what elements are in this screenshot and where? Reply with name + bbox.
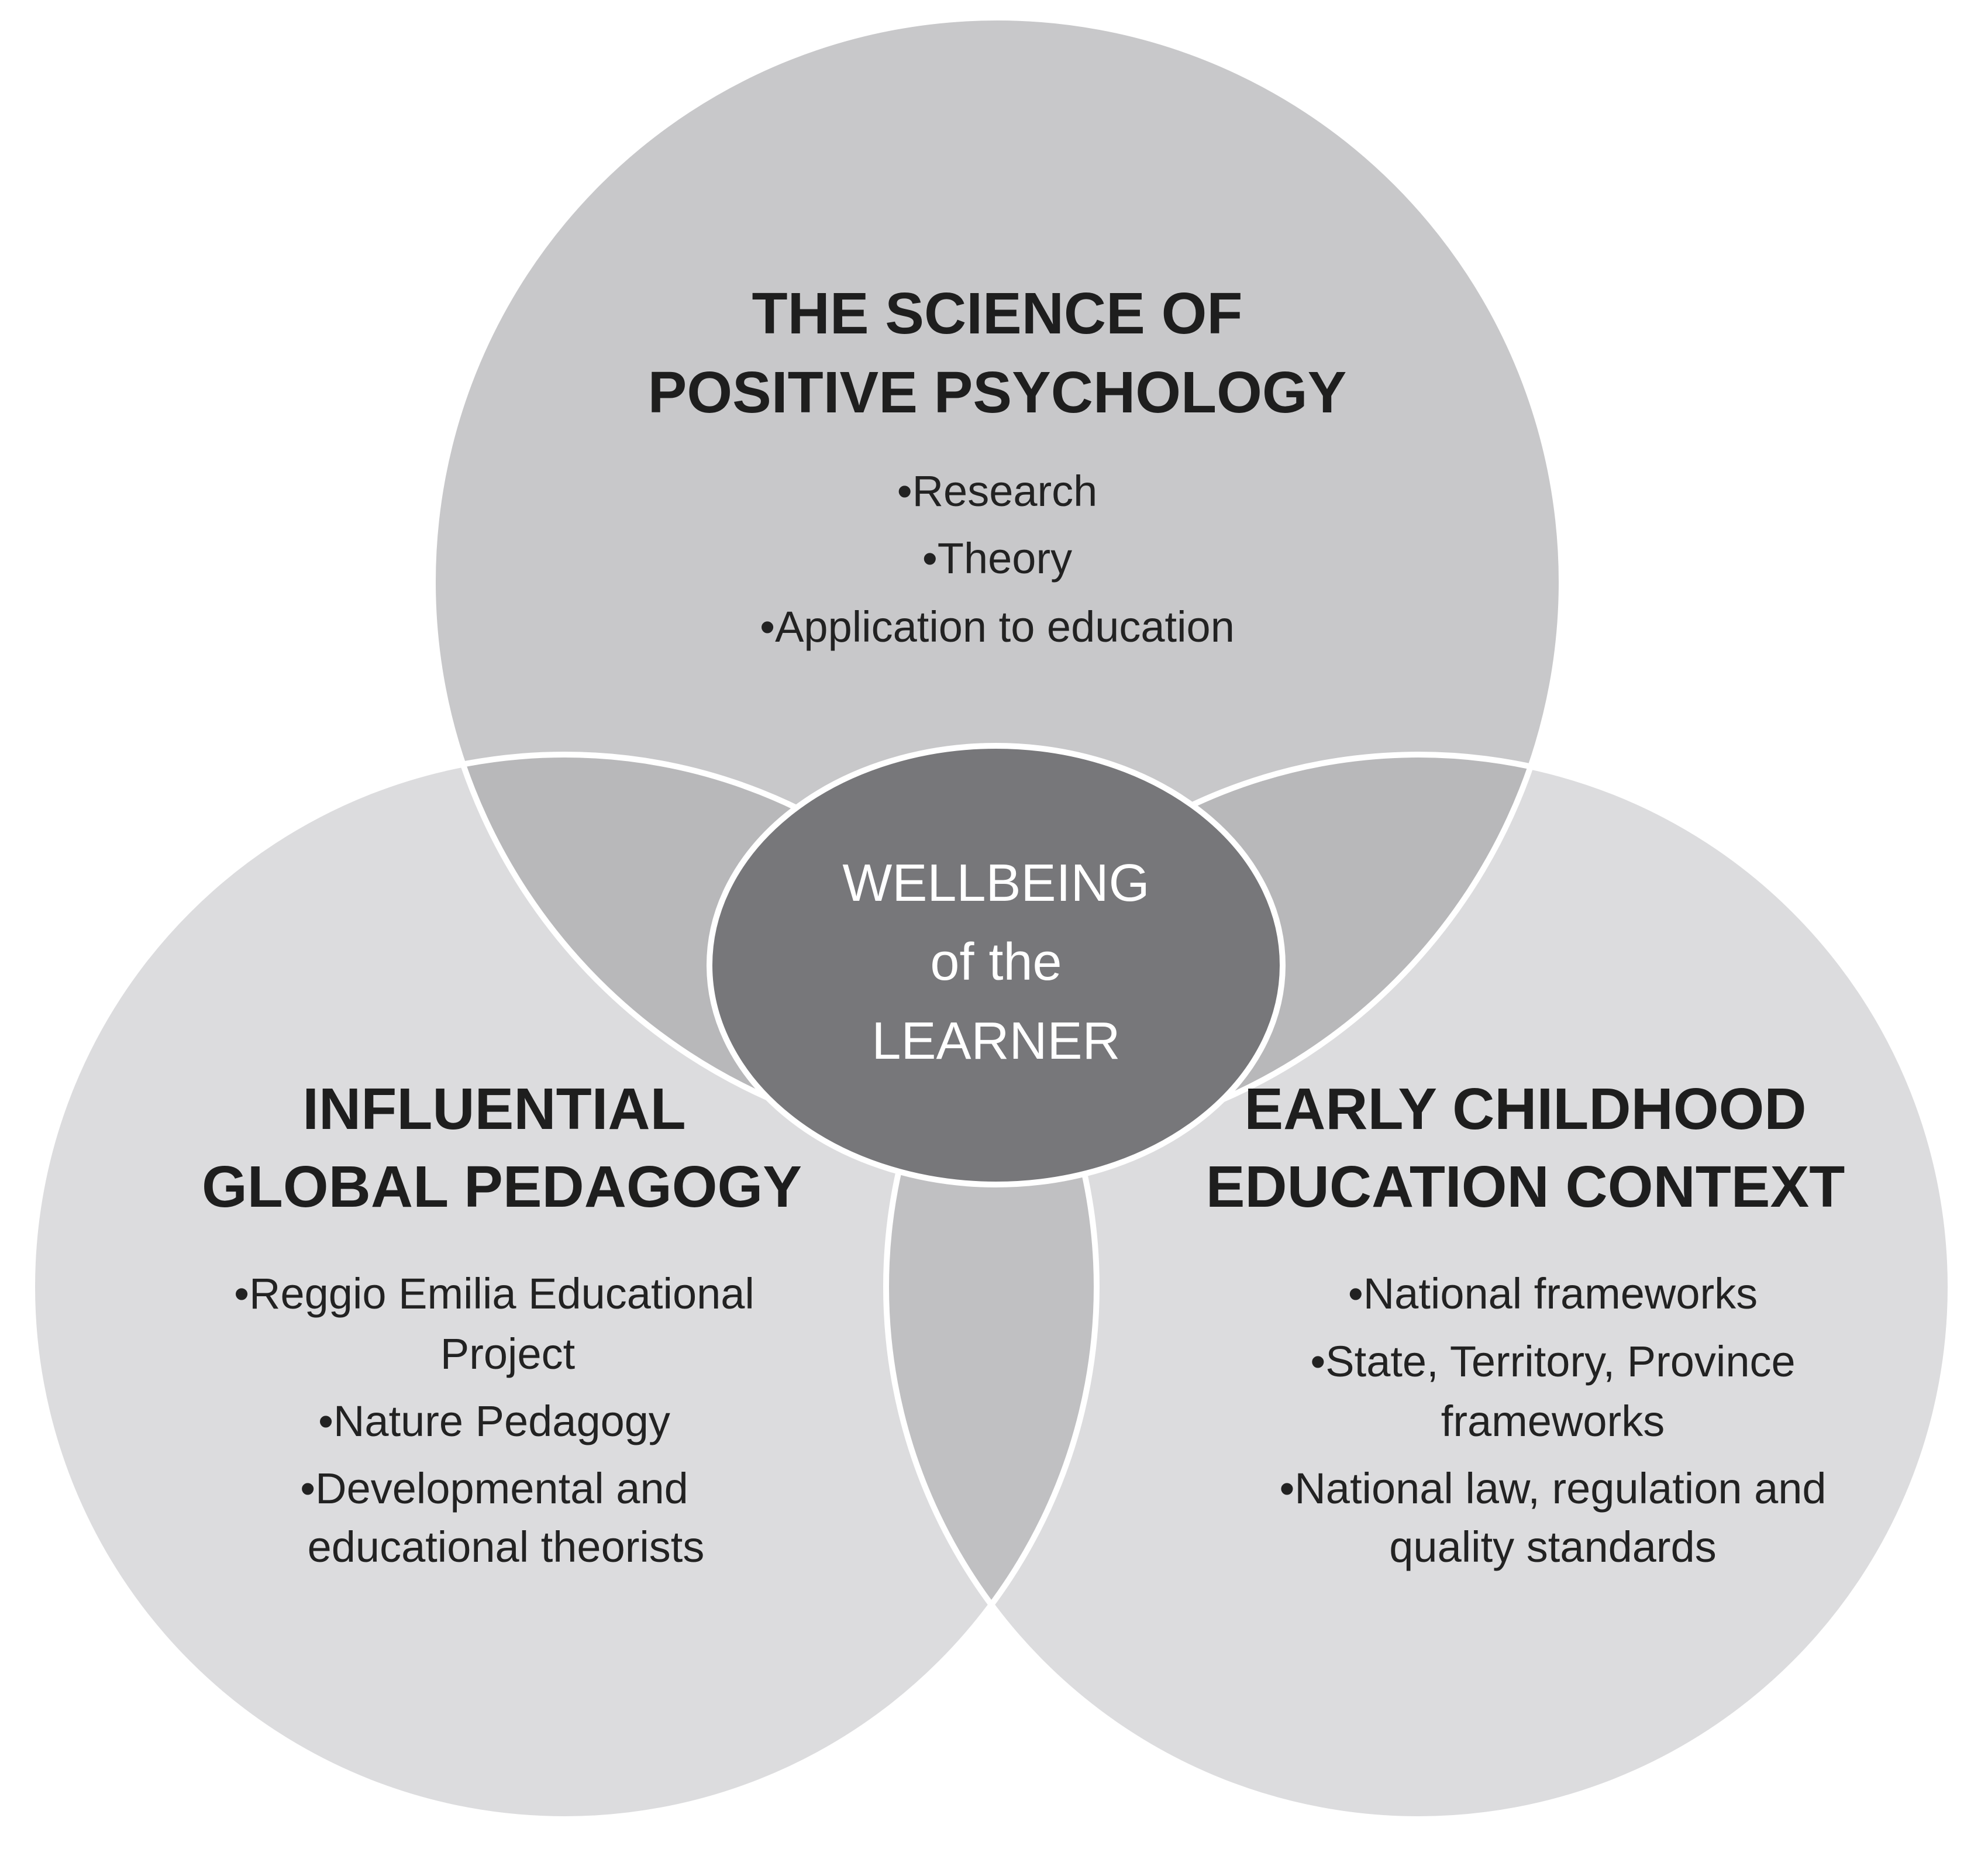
left-bullet-reggio-cont: Project <box>440 1330 576 1378</box>
center-line-of-the: of the <box>930 933 1062 991</box>
outline-right <box>883 752 1953 1822</box>
top-circle-text: THE SCIENCE OF POSITIVE PSYCHOLOGY •Rese… <box>648 281 1347 651</box>
top-title-line-1: THE SCIENCE OF <box>752 281 1243 346</box>
left-bullet-developmental-cont: educational theorists <box>308 1523 705 1571</box>
right-circle-text: EARLY CHILDHOOD EDUCATION CONTEXT •Natio… <box>1206 1076 1845 1571</box>
top-title-line-2: POSITIVE PSYCHOLOGY <box>648 360 1347 425</box>
right-title-line-1: EARLY CHILDHOOD <box>1244 1076 1806 1142</box>
left-bullet-developmental: •Developmental and <box>300 1464 688 1513</box>
top-bullet-application: •Application to education <box>760 602 1235 651</box>
left-bullet-nature: •Nature Pedagogy <box>318 1397 670 1445</box>
left-bullet-reggio: •Reggio Emilia Educational <box>234 1269 754 1318</box>
left-title-line-2: GLOBAL PEDAGOGY <box>202 1154 802 1220</box>
center-line-learner: LEARNER <box>871 1012 1120 1070</box>
right-bullet-state-cont: frameworks <box>1441 1397 1665 1445</box>
right-bullet-law-cont: quality standards <box>1389 1523 1716 1571</box>
right-title-line-2: EDUCATION CONTEXT <box>1206 1154 1845 1220</box>
left-circle-text: INFLUENTIAL GLOBAL PEDAGOGY •Reggio Emil… <box>202 1076 802 1571</box>
center-line-wellbeing: WELLBEING <box>842 854 1149 913</box>
outline-left <box>29 752 1100 1822</box>
center-text: WELLBEING of the LEARNER <box>842 854 1149 1070</box>
right-bullet-state: •State, Territory, Province <box>1310 1337 1795 1386</box>
top-bullet-research: •Research <box>897 467 1098 515</box>
left-title-line-1: INFLUENTIAL <box>302 1076 685 1142</box>
right-bullet-law: •National law, regulation and <box>1279 1464 1826 1513</box>
center-wellbeing-ellipse <box>707 743 1286 1187</box>
right-bullet-national: •National frameworks <box>1348 1269 1758 1318</box>
top-bullet-theory: •Theory <box>922 534 1072 583</box>
